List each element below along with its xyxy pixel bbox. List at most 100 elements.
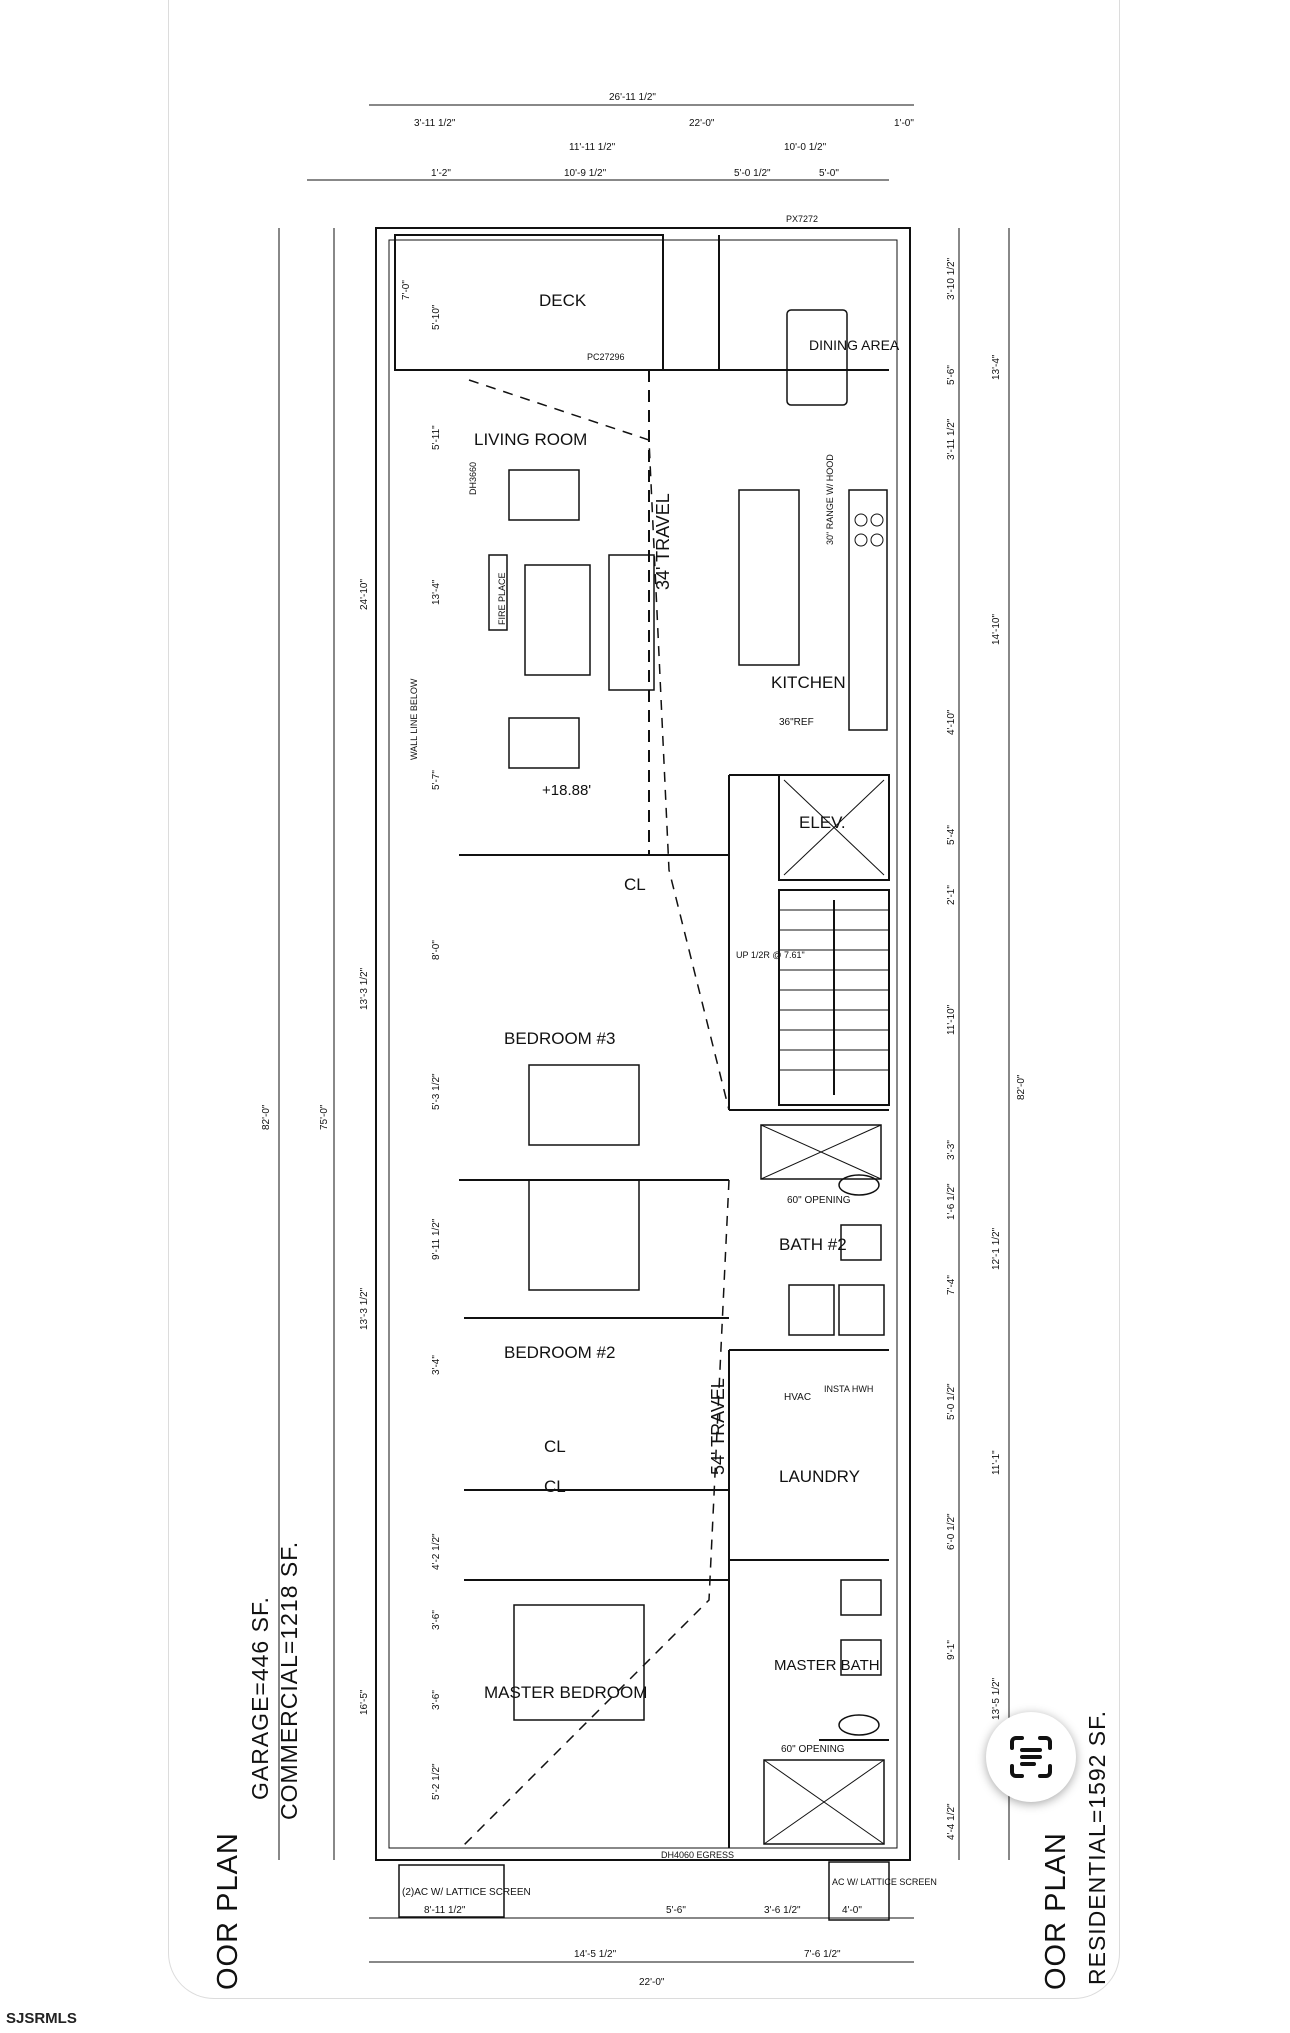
sectional [608, 554, 655, 691]
deck-outline [394, 234, 664, 371]
visual-lookup-button[interactable] [986, 1712, 1076, 1802]
floor-plan-drawing: DECK DINING AREA LIVING ROOM KITCHEN ELE… [261, 92, 1027, 1988]
bed-2 [528, 1179, 640, 1291]
ref-note: 36"REF [779, 717, 814, 728]
opening-b-note: 60" OPENING [781, 1744, 845, 1755]
svg-text:82'-0": 82'-0" [1016, 1074, 1027, 1100]
fireplace [488, 554, 508, 631]
living-room-label: LIVING ROOM [474, 430, 587, 449]
garage-area: GARAGE=446 SF. [247, 1596, 273, 1800]
svg-text:10'-9 1/2": 10'-9 1/2" [564, 168, 607, 179]
range-note: 30" RANGE W/ HOOD [825, 454, 835, 545]
svg-text:1'-0": 1'-0" [894, 118, 914, 129]
residential-area: RESIDENTIAL=1592 SF. [1084, 1709, 1110, 1985]
ac-right-label: AC W/ LATTICE SCREEN [832, 1877, 937, 1887]
closet-b-label: CL [544, 1437, 566, 1456]
kitchen-island [738, 489, 800, 666]
egress-note: DH4060 EGRESS [661, 1850, 734, 1860]
svg-text:13'-3 1/2": 13'-3 1/2" [359, 967, 370, 1010]
svg-text:9'-11 1/2": 9'-11 1/2" [431, 1218, 442, 1260]
svg-text:5'-6": 5'-6" [666, 1905, 686, 1916]
svg-text:7'-4": 7'-4" [946, 1275, 957, 1295]
svg-text:12'-1 1/2": 12'-1 1/2" [991, 1227, 1002, 1270]
svg-text:13'-3 1/2": 13'-3 1/2" [359, 1287, 370, 1330]
svg-text:16'-5": 16'-5" [359, 1689, 370, 1715]
wall-line-note: WALL LINE BELOW [409, 678, 419, 760]
svg-text:5'-7": 5'-7" [431, 770, 442, 790]
svg-text:5'-10": 5'-10" [431, 304, 442, 330]
svg-text:13'-4": 13'-4" [991, 354, 1002, 380]
svg-text:3'-6": 3'-6" [431, 1690, 442, 1710]
svg-text:11'-10": 11'-10" [946, 1004, 957, 1035]
elevator-shaft [778, 774, 890, 881]
svg-text:22'-0": 22'-0" [689, 118, 715, 129]
bath-2-label: BATH #2 [779, 1235, 847, 1254]
svg-text:3'-11 1/2": 3'-11 1/2" [414, 118, 456, 129]
master-bath-label: MASTER BATH [774, 1657, 880, 1674]
svg-text:5'-4": 5'-4" [946, 825, 957, 845]
interior-wall-line [388, 239, 898, 1849]
elevation-note: +18.88' [542, 782, 591, 799]
svg-text:26'-11 1/2": 26'-11 1/2" [609, 92, 656, 103]
ac-left-label: (2)AC W/ LATTICE SCREEN [402, 1887, 531, 1898]
scan-text-icon [1010, 1736, 1052, 1778]
svg-text:5'-2 1/2": 5'-2 1/2" [431, 1763, 442, 1800]
svg-text:3'-10 1/2": 3'-10 1/2" [946, 257, 957, 300]
master-bed [513, 1604, 645, 1721]
insta-note: INSTA HWH [824, 1384, 873, 1394]
up-note: UP 1/2R @ 7.61" [736, 950, 805, 960]
svg-text:1'-6 1/2": 1'-6 1/2" [946, 1183, 957, 1220]
hvac-note: HVAC [784, 1392, 811, 1403]
svg-text:4'-10": 4'-10" [946, 709, 957, 735]
deck-label: DECK [539, 291, 587, 310]
floor-plan-title-left: OOR PLAN [212, 1832, 244, 1990]
svg-text:7'-0": 7'-0" [401, 280, 412, 300]
armchair [508, 717, 580, 769]
svg-text:13'-5 1/2": 13'-5 1/2" [991, 1677, 1002, 1720]
svg-text:5'-3 1/2": 5'-3 1/2" [431, 1073, 442, 1110]
stairs [778, 889, 890, 1106]
svg-text:3'-6 1/2": 3'-6 1/2" [764, 1905, 801, 1916]
bedroom-2-label: BEDROOM #2 [504, 1343, 615, 1362]
master-bedroom-label: MASTER BEDROOM [484, 1683, 647, 1702]
svg-text:5'-0 1/2": 5'-0 1/2" [946, 1383, 957, 1420]
laundry-label: LAUNDRY [779, 1467, 860, 1486]
svg-text:11'-1": 11'-1" [991, 1450, 1002, 1475]
bed-3 [528, 1064, 640, 1146]
svg-text:82'-0": 82'-0" [261, 1104, 272, 1130]
floor-plan-title-right: OOR PLAN [1040, 1832, 1072, 1990]
svg-text:3'-11 1/2": 3'-11 1/2" [946, 418, 957, 460]
svg-text:6'-0 1/2": 6'-0 1/2" [946, 1513, 957, 1550]
svg-text:24'-10": 24'-10" [359, 579, 370, 610]
svg-text:14'-5 1/2": 14'-5 1/2" [574, 1949, 617, 1960]
svg-text:5'-0": 5'-0" [819, 168, 839, 179]
svg-text:13'-4": 13'-4" [431, 579, 442, 605]
svg-text:3'-6": 3'-6" [431, 1610, 442, 1630]
svg-text:8'-0": 8'-0" [431, 940, 442, 960]
sofa [508, 469, 580, 521]
elevator-label: ELEV. [799, 813, 846, 832]
coffee-table [524, 564, 591, 676]
svg-text:9'-1": 9'-1" [946, 1640, 957, 1660]
svg-text:2'-1": 2'-1" [946, 885, 957, 905]
dining-table [786, 309, 848, 406]
svg-text:7'-6 1/2": 7'-6 1/2" [804, 1949, 841, 1960]
svg-text:3'-3": 3'-3" [946, 1140, 957, 1160]
kitchen-label: KITCHEN [771, 673, 846, 692]
svg-text:5'-11": 5'-11" [431, 425, 442, 450]
svg-text:10'-0 1/2": 10'-0 1/2" [784, 142, 827, 153]
svg-text:8'-11 1/2": 8'-11 1/2" [424, 1905, 466, 1916]
window-note: DH3660 [468, 462, 478, 495]
svg-text:11'-11 1/2": 11'-11 1/2" [569, 142, 616, 153]
closet-a-label: CL [624, 875, 646, 894]
svg-text:75'-0": 75'-0" [319, 1104, 330, 1130]
plan-sheet: DECK DINING AREA LIVING ROOM KITCHEN ELE… [168, 0, 1120, 1999]
svg-text:22'-0": 22'-0" [639, 1977, 665, 1988]
px-note: PX7272 [786, 214, 818, 224]
fireplace-note: FIRE PLACE [497, 572, 507, 625]
commercial-area: COMMERCIAL=1218 SF. [276, 1540, 302, 1820]
svg-text:4'-2 1/2": 4'-2 1/2" [431, 1533, 442, 1570]
svg-text:14'-10": 14'-10" [991, 614, 1002, 645]
bedroom-3-label: BEDROOM #3 [504, 1029, 615, 1048]
closet-c-label: CL [544, 1477, 566, 1496]
